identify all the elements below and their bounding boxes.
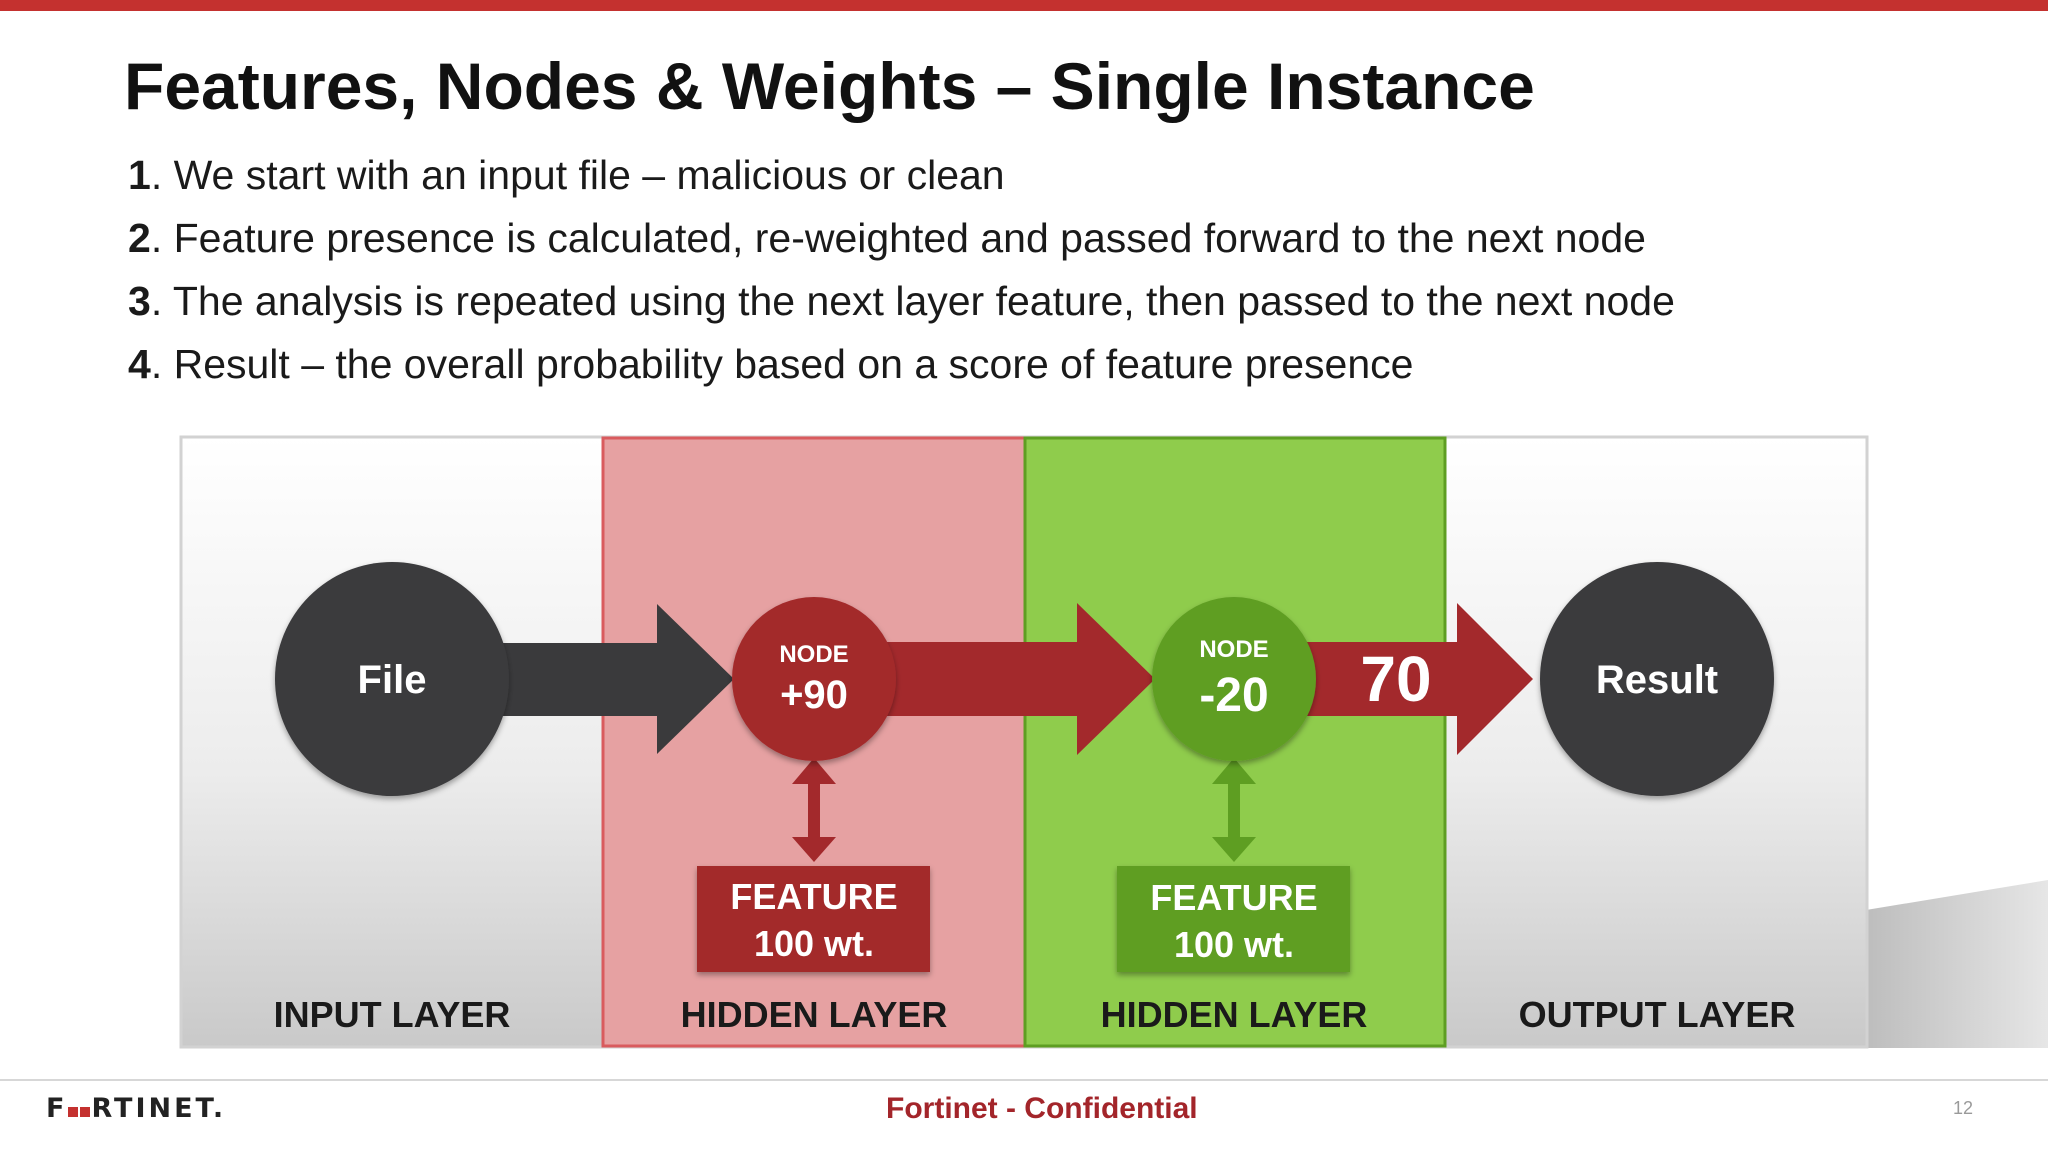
node-1 [732,597,896,761]
feature1-line1: FEATURE [730,876,897,917]
arrow-file-to-node1 [480,604,734,754]
bullet-text: . We start with an input file – maliciou… [150,152,1005,198]
double-arrow-feature2 [1212,758,1256,862]
file-label: File [358,658,427,702]
feature1-line2: 100 wt. [754,923,874,964]
layer-label-output: OUTPUT LAYER [1519,994,1796,1035]
footer-divider [0,1079,2048,1081]
node1-label: NODE [779,641,848,668]
bullet-item: 3. The analysis is repeated using the ne… [128,276,1675,339]
layer-label-hidden-2: HIDDEN LAYER [1101,994,1368,1035]
logo-square-icon [68,1107,79,1117]
node2-label: NODE [1199,636,1268,663]
top-accent-bar [0,0,2048,11]
result-node [1540,562,1774,796]
logo-text-right: RTINET. [91,1093,227,1124]
layer-label-hidden-1: HIDDEN LAYER [681,994,948,1035]
fortinet-logo: F RTINET. [46,1093,226,1124]
result-label: Result [1596,658,1718,702]
bullet-number: 2 [128,215,151,261]
slide-title: Features, Nodes & Weights – Single Insta… [124,49,1535,123]
feature-box-1 [697,866,930,972]
bullet-number: 1 [128,152,151,198]
arrow-node1-to-node2 [870,603,1155,755]
bullet-number: 3 [128,278,151,324]
node-2 [1152,597,1316,761]
bullet-item: 1. We start with an input file – malicio… [128,150,1675,213]
feature2-line2: 100 wt. [1174,924,1294,965]
bullet-item: 4. Result – the overall probability base… [128,339,1675,402]
feature-box-2 [1117,866,1350,972]
bullet-text: . Feature presence is calculated, re-wei… [150,215,1646,261]
bullet-text: . The analysis is repeated using the nex… [150,278,1675,324]
file-node [275,562,509,796]
layer-label-input: INPUT LAYER [274,994,511,1035]
bullet-list: 1. We start with an input file – malicio… [128,150,1675,402]
node2-value: -20 [1199,669,1268,722]
logo-square-icon [80,1107,91,1117]
double-arrow-feature1 [792,758,836,862]
score-value: 70 [1360,643,1431,715]
bullet-number: 4 [128,341,151,387]
arrow-node2-to-result [1265,603,1533,755]
page-number: 12 [1953,1098,1974,1118]
bullet-text: . Result – the overall probability based… [150,341,1414,387]
confidential-label: Fortinet - Confidential [886,1092,1198,1125]
node1-value: +90 [780,673,848,717]
bullet-item: 2. Feature presence is calculated, re-we… [128,213,1675,276]
floor-shadow [1866,880,2048,1048]
feature2-line1: FEATURE [1150,877,1317,918]
logo-text-left: F [46,1093,68,1124]
